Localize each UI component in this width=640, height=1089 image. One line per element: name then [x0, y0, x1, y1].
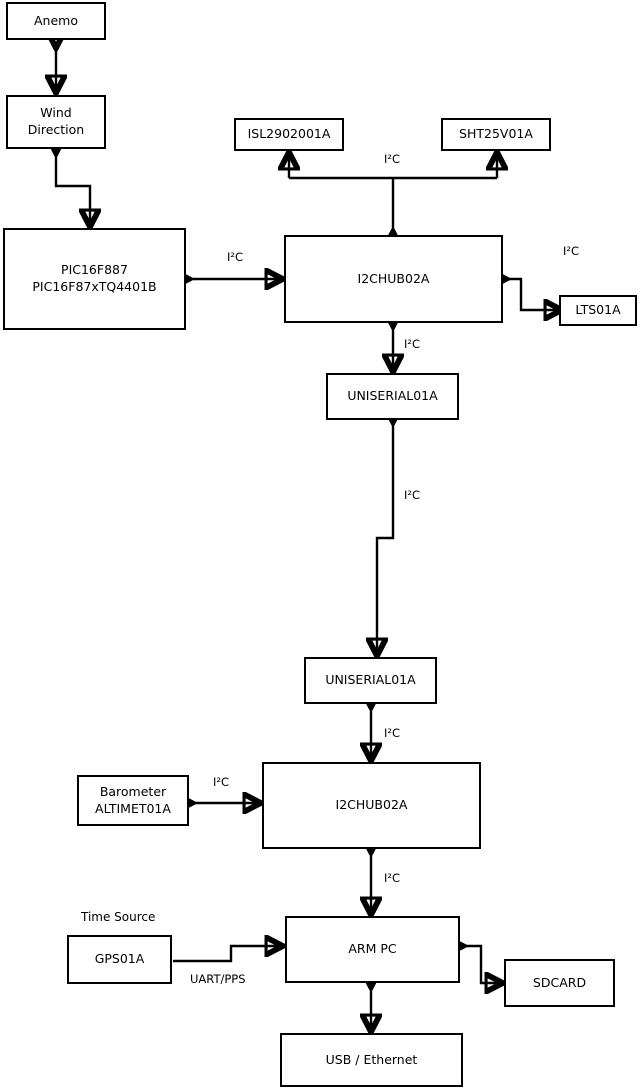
node-isl2902001a[interactable]: ISL2902001A [234, 118, 344, 151]
node-wind-direction-label-line-2: Direction [27, 122, 85, 137]
node-pic-mcu-label-line-2: PIC16F87xTQ4401B [32, 279, 157, 294]
edge-hub-bus [289, 176, 497, 233]
edge-label-hub-uniserial: I²C [404, 337, 421, 351]
node-barometer-label-line-2: ALTIMET01A [95, 800, 171, 816]
edge-uniserial-link [377, 421, 393, 655]
node-sht25v01a-label: SHT25V01A [459, 126, 533, 142]
node-usb-ethernet[interactable]: USB / Ethernet [280, 1033, 463, 1087]
node-uniserial01a-top[interactable]: UNISERIAL01A [326, 373, 459, 420]
label-time-source: Time Source [81, 910, 156, 924]
node-sht25v01a[interactable]: SHT25V01A [441, 118, 551, 151]
node-uniserial01a-top-label: UNISERIAL01A [347, 388, 438, 404]
edge-label-gps-armpc: UART/PPS [190, 972, 246, 986]
node-lts01a-label: LTS01A [575, 302, 621, 318]
edge-label-uniserial-link: I²C [404, 488, 421, 502]
edge-label-uniserial-hub2: I²C [384, 726, 401, 740]
node-sdcard-label: SDCARD [532, 974, 587, 990]
edge-label-hub-sensors: I²C [384, 152, 401, 166]
edge-label-hub-lts: I²C [563, 244, 580, 258]
edge-pic-wind [56, 152, 90, 226]
node-uniserial01a-bottom-label: UNISERIAL01A [325, 672, 416, 688]
node-gps01a-label: GPS01A [94, 951, 145, 967]
edge-gps-armpc [173, 946, 282, 963]
node-i2chub02a-bottom-label: I2CHUB02A [335, 797, 408, 813]
edge-label-pic-hub: I²C [227, 250, 244, 264]
node-anemo-label: Anemo [34, 12, 78, 28]
node-uniserial01a-bottom[interactable]: UNISERIAL01A [304, 657, 437, 704]
edge-label-hub2-armpc: I²C [384, 871, 401, 885]
node-arm-pc-label: ARM PC [348, 941, 397, 957]
edge-label-barometer-hub2: I²C [213, 775, 230, 789]
node-i2chub02a-top[interactable]: I2CHUB02A [284, 235, 503, 323]
node-wind-direction-label-line-1: Wind [40, 105, 72, 121]
node-i2chub02a-top-label: I2CHUB02A [357, 270, 430, 286]
edge-hub-lts [505, 279, 561, 310]
node-isl2902001a-label: ISL2902001A [247, 126, 331, 142]
node-usb-ethernet-label: USB / Ethernet [325, 1051, 418, 1067]
node-pic-mcu[interactable]: PIC16F887 PIC16F87xTQ4401B [3, 228, 186, 330]
node-sdcard[interactable]: SDCARD [504, 959, 615, 1007]
node-arm-pc[interactable]: ARM PC [285, 916, 460, 983]
node-barometer[interactable]: Barometer ALTIMET01A [77, 775, 189, 826]
edge-armpc-sdcard [462, 946, 502, 983]
node-i2chub02a-bottom[interactable]: I2CHUB02A [262, 762, 481, 849]
node-barometer-label-line-1: Barometer [99, 783, 167, 799]
node-anemo[interactable]: Anemo [6, 2, 106, 40]
node-pic-mcu-label-line-1: PIC16F887 [61, 262, 128, 278]
node-lts01a[interactable]: LTS01A [559, 295, 637, 326]
node-gps01a[interactable]: GPS01A [67, 935, 172, 984]
node-wind-direction[interactable]: Wind Direction [6, 95, 106, 149]
